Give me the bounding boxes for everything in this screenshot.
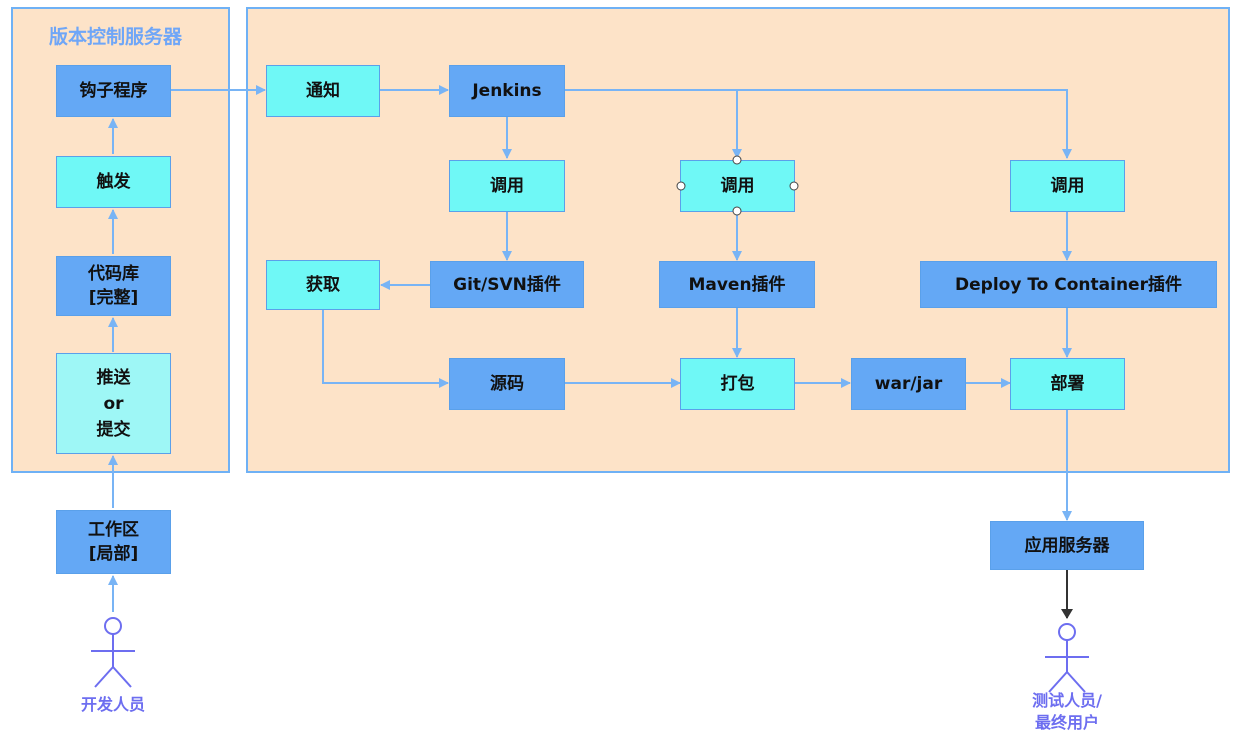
- git-svn-plugin-box: Git/SVN插件: [430, 261, 584, 308]
- invoke-maven-box: 调用: [680, 160, 795, 212]
- edge-jenkins-invoke2: [565, 89, 742, 159]
- war-jar-box: war/jar: [851, 358, 966, 410]
- push-commit-box: 推送 or 提交: [56, 353, 171, 454]
- tester-actor-icon: [1045, 623, 1089, 693]
- jenkins-box: Jenkins: [449, 65, 565, 117]
- notify-box: 通知: [266, 65, 380, 117]
- panel-title: 版本控制服务器: [49, 26, 183, 48]
- edge-jenkins-invoke3: [737, 89, 1072, 159]
- invoke-git-box: 调用: [449, 160, 565, 212]
- maven-plugin-box: Maven插件: [659, 261, 815, 308]
- invoke-deploy-box: 调用: [1010, 160, 1125, 212]
- workspace-box: 工作区 [局部]: [56, 510, 171, 574]
- fetch-box: 获取: [266, 260, 380, 310]
- developer-label: 开发人员: [80, 695, 145, 714]
- developer-actor-icon: [91, 617, 135, 688]
- tester-label: 测试人员/ 最终用户: [1032, 691, 1102, 732]
- deploy-plugin-box: Deploy To Container插件: [920, 261, 1217, 308]
- deploy-box: 部署: [1010, 358, 1125, 410]
- hook-program-box: 钩子程序: [56, 65, 171, 117]
- package-box: 打包: [680, 358, 795, 410]
- repository-box: 代码库 [完整]: [56, 256, 171, 316]
- app-server-box: 应用服务器: [990, 521, 1144, 570]
- edge-fetch-source: [322, 310, 449, 388]
- source-code-box: 源码: [449, 358, 565, 410]
- trigger-box: 触发: [56, 156, 171, 208]
